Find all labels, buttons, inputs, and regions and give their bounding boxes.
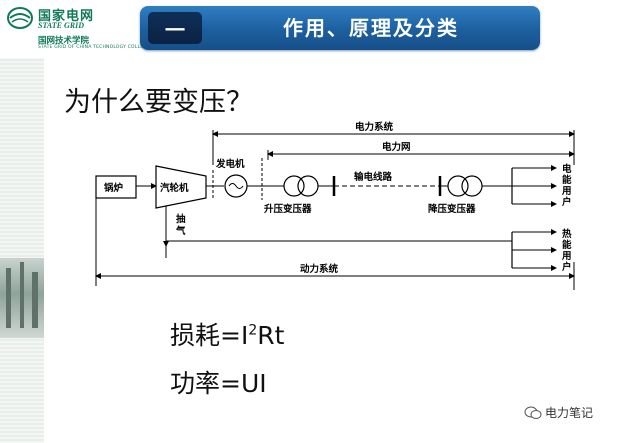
power-system-label: 电力系统 — [355, 121, 394, 133]
substation-photo — [0, 258, 44, 338]
power-users-label: 电能用户 — [561, 163, 572, 208]
logo-college-en: STATE GRID OF CHINA TECHNOLOGY COLLEGE — [38, 45, 150, 50]
power-formula: 功率=UI — [170, 369, 267, 398]
step-down-transformer-label: 降压变压器 — [428, 203, 476, 215]
loss-formula-suffix: Rt — [257, 321, 285, 350]
extraction-steam-label: 抽气 — [175, 213, 186, 237]
step-up-transformer-symbol — [283, 175, 319, 197]
section-title: 作用、原理及分类 — [283, 16, 459, 40]
logo-college-cn: 国网技术学院 — [38, 36, 90, 46]
loss-formula: 损耗=I2Rt — [170, 316, 284, 352]
step-down-transformer-symbol — [447, 175, 483, 197]
watermark: 电力笔记 — [524, 404, 593, 421]
wechat-icon — [524, 406, 542, 419]
turbine-shape — [155, 165, 207, 209]
section-header: 一 作用、原理及分类 — [140, 6, 540, 50]
slide-question: 为什么要变压？ — [64, 87, 253, 118]
boiler-label: 锅炉 — [104, 182, 124, 194]
heat-users-label: 热能用户 — [561, 228, 572, 273]
watermark-text: 电力笔记 — [545, 406, 594, 420]
left-decorative-strip — [0, 58, 44, 443]
logo-name-en: STATE GRID — [38, 21, 85, 30]
dynamic-system-label: 动力系统 — [300, 263, 339, 275]
section-number-badge: 一 — [148, 12, 202, 44]
transmission-line-label: 输电线路 — [354, 171, 393, 183]
generator-label: 发电机 — [215, 158, 245, 170]
loss-formula-exponent: 2 — [248, 322, 258, 339]
boiler-box — [95, 175, 137, 199]
state-grid-logo-icon — [7, 7, 33, 29]
turbine-label: 汽轮机 — [160, 182, 189, 194]
power-grid-label: 电力网 — [382, 141, 411, 153]
logo-name-cn: 国家电网 — [38, 9, 95, 24]
loss-formula-prefix: 损耗=I — [170, 321, 249, 350]
step-up-transformer-label: 升压变压器 — [264, 203, 312, 215]
logo: 国家电网 STATE GRID 国网技术学院 STATE GRID OF CHI… — [0, 0, 150, 58]
